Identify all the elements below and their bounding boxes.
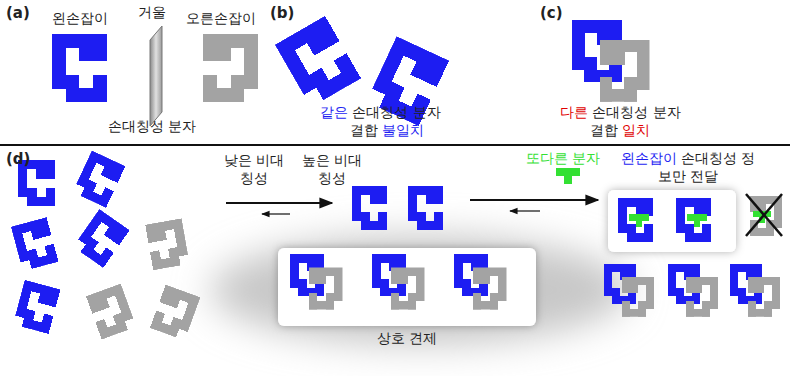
restraint-group: 상호 견제	[278, 248, 536, 326]
label-text: 손대칭성 분자	[108, 118, 196, 134]
label-text: 일치	[622, 122, 650, 138]
text-line: 왼손잡이손대칭성 정보만 전달	[618, 150, 758, 185]
left-handed-molecule	[352, 186, 387, 230]
equilibrium-arrow	[262, 213, 290, 214]
label-text: (d)	[6, 150, 30, 168]
left-handed-molecule	[618, 198, 653, 242]
right-handed-molecule	[600, 40, 650, 102]
label-text: 거울	[138, 4, 166, 20]
text-line: (a)	[6, 4, 30, 23]
label-text: 왼손잡이	[52, 10, 108, 26]
label-text: 왼손잡이	[621, 150, 677, 166]
left-handed-molecule	[72, 150, 125, 207]
label-text: 불일치	[382, 122, 424, 138]
label-text: (b)	[270, 4, 294, 22]
label-text: 또다른 분자	[526, 150, 600, 166]
label-text: 결합	[590, 122, 618, 138]
left-handed-molecule	[13, 280, 61, 334]
label-text: 높은 비대칭성	[302, 152, 362, 186]
label-text: 다른	[560, 104, 588, 120]
left-handed-molecule	[52, 34, 107, 102]
text-line: 거울	[138, 4, 166, 22]
group-heading: 상호 견제	[278, 330, 536, 348]
right-handed-molecule	[686, 277, 718, 317]
text-line: (d)	[6, 150, 30, 169]
transfer-panel	[608, 190, 736, 252]
right-handed-molecule	[203, 34, 258, 102]
label-text: (c)	[540, 4, 563, 22]
right-handed-molecule	[145, 218, 189, 270]
right-handed-molecule	[391, 267, 425, 309]
cross-mark	[746, 194, 782, 236]
right-handed-molecule	[473, 267, 507, 309]
text-line: 왼손잡이	[52, 10, 108, 28]
left-handed-molecule	[275, 16, 361, 108]
text-line: 같은손대칭성 분자	[320, 104, 441, 122]
right-handed-molecule	[622, 277, 654, 317]
left-handed-molecule	[676, 198, 711, 242]
label-text: 오른손잡이	[186, 10, 256, 26]
text-line: 다른손대칭성 분자	[560, 104, 681, 122]
text-line: 결합불일치	[350, 122, 424, 140]
label-text: 결합	[350, 122, 378, 138]
label-text: 같은	[320, 104, 348, 120]
text-line: (b)	[270, 4, 294, 23]
text-line: 낮은 비대칭성	[222, 152, 286, 187]
left-handed-molecule	[408, 186, 443, 230]
label-text: 손대칭성 분자	[592, 104, 680, 120]
label-text: 손대칭성 분자	[352, 104, 440, 120]
label-text: 낮은 비대칭성	[224, 152, 284, 186]
equilibrium-arrow	[470, 199, 598, 201]
glow	[210, 235, 630, 345]
text-line: 또다른 분자	[526, 150, 600, 168]
left-handed-molecule	[73, 209, 130, 268]
mirror	[150, 26, 162, 126]
right-handed-molecule	[309, 267, 343, 309]
other-molecule	[687, 214, 707, 227]
divider	[0, 144, 790, 146]
other-molecule	[629, 214, 649, 227]
restraint-panel	[278, 248, 536, 326]
label-text: (a)	[6, 4, 30, 22]
right-handed-molecule	[748, 277, 780, 317]
text-line: 높은 비대칭성	[300, 152, 364, 187]
other-molecule	[556, 168, 580, 184]
right-handed-molecule	[86, 284, 137, 340]
equilibrium-arrow	[510, 210, 540, 211]
text-line: (c)	[540, 4, 563, 23]
right-handed-molecule	[150, 285, 201, 341]
left-handed-molecule	[11, 217, 59, 271]
text-line: 결합일치	[590, 122, 650, 140]
text-line: 오른손잡이	[186, 10, 256, 28]
equilibrium-arrow	[226, 202, 332, 204]
text-line: 손대칭성 분자	[108, 118, 196, 136]
